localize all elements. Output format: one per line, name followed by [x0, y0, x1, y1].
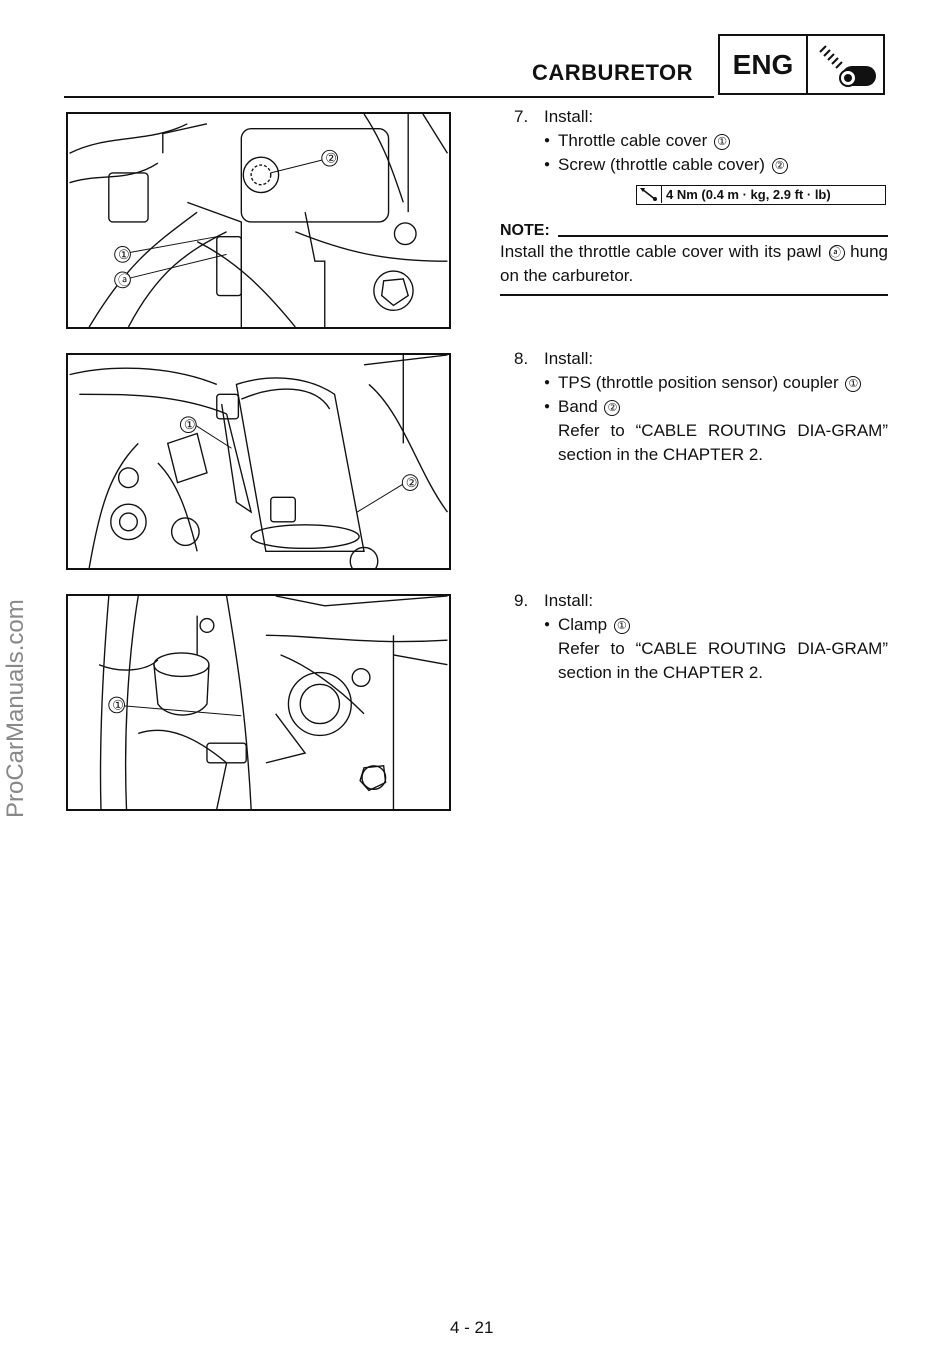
list-item-text: TPS (throttle position sensor) coupler	[558, 373, 839, 392]
torque-value: 4 Nm (0.4 m · kg, 2.9 ft · lb)	[666, 187, 831, 202]
page-number: 4 - 21	[450, 1318, 494, 1337]
section-badge: ENG	[718, 34, 885, 95]
figure-callout: ①	[118, 247, 129, 262]
callout-ref: ⓐ	[828, 245, 845, 261]
step-number: 8.	[514, 349, 529, 368]
figure-throttle-cable-cover: ② ① ⓐ	[66, 112, 451, 329]
callout-ref: ②	[604, 400, 621, 416]
torque-spec: 4 Nm (0.4 m · kg, 2.9 ft · lb)	[636, 185, 886, 205]
list-item: Throttle cable cover ①	[544, 129, 888, 153]
step-8: 8. Install: TPS (throttle position senso…	[500, 347, 888, 467]
list-item: TPS (throttle position sensor) coupler ①	[544, 371, 888, 395]
torque-wrench-icon	[640, 186, 662, 203]
section-badge-label: ENG	[720, 36, 808, 93]
step-heading: Install:	[544, 107, 594, 126]
illustration-throttle-cable-cover: ② ① ⓐ	[69, 114, 449, 327]
list-item-text: Throttle cable cover	[558, 131, 708, 150]
list-item: Band ②	[544, 395, 888, 419]
callout-ref: ①	[613, 618, 630, 634]
figure-clamp: ①	[66, 594, 451, 811]
header-rule	[64, 96, 714, 98]
note-text: Install the throttle cable cover with it…	[500, 240, 888, 296]
list-item-text: Screw (throttle cable cover)	[558, 155, 765, 174]
watermark: ProCarManuals.com	[2, 599, 29, 818]
note-block: NOTE: Install the throttle cable cover w…	[500, 222, 888, 296]
figure-callout: ②	[325, 151, 336, 166]
step-7: 7. Install: Throttle cable cover ① Screw…	[500, 105, 888, 177]
note-label: NOTE:	[500, 222, 558, 240]
figure-tps-coupler-band: ① ②	[66, 353, 451, 570]
figure-callout: ②	[406, 475, 417, 490]
illustration-tps-coupler-band: ① ②	[69, 355, 449, 568]
step-heading: Install:	[544, 349, 594, 368]
illustration-clamp: ①	[98, 596, 448, 809]
refer-text: Refer to “CABLE ROUTING DIA-GRAM” sectio…	[558, 639, 888, 682]
list-item-text: Clamp	[558, 615, 608, 634]
engine-icon	[819, 45, 876, 87]
step-number: 7.	[514, 107, 529, 126]
section-title: CARBURETOR	[532, 60, 694, 85]
figure-callout: ⓐ	[118, 272, 131, 287]
callout-ref: ①	[845, 376, 862, 392]
step-number: 9.	[514, 591, 529, 610]
figure-callout: ①	[112, 697, 123, 712]
refer-text: Refer to “CABLE ROUTING DIA-GRAM” sectio…	[558, 421, 888, 464]
figure-callout: ①	[184, 417, 195, 432]
note-text-part: hung on the carburetor.	[500, 242, 888, 285]
step-heading: Install:	[544, 591, 594, 610]
list-item-text: Band	[558, 397, 598, 416]
note-rule	[500, 235, 888, 237]
note-text-part: Install the throttle cable cover with it…	[500, 242, 822, 261]
step-9: 9. Install: Clamp ① Refer to “CABLE ROUT…	[500, 589, 888, 685]
list-item: Clamp ①	[544, 613, 888, 637]
callout-ref: ②	[771, 158, 788, 174]
list-item: Screw (throttle cable cover) ②	[544, 153, 888, 177]
callout-ref: ①	[714, 134, 731, 150]
